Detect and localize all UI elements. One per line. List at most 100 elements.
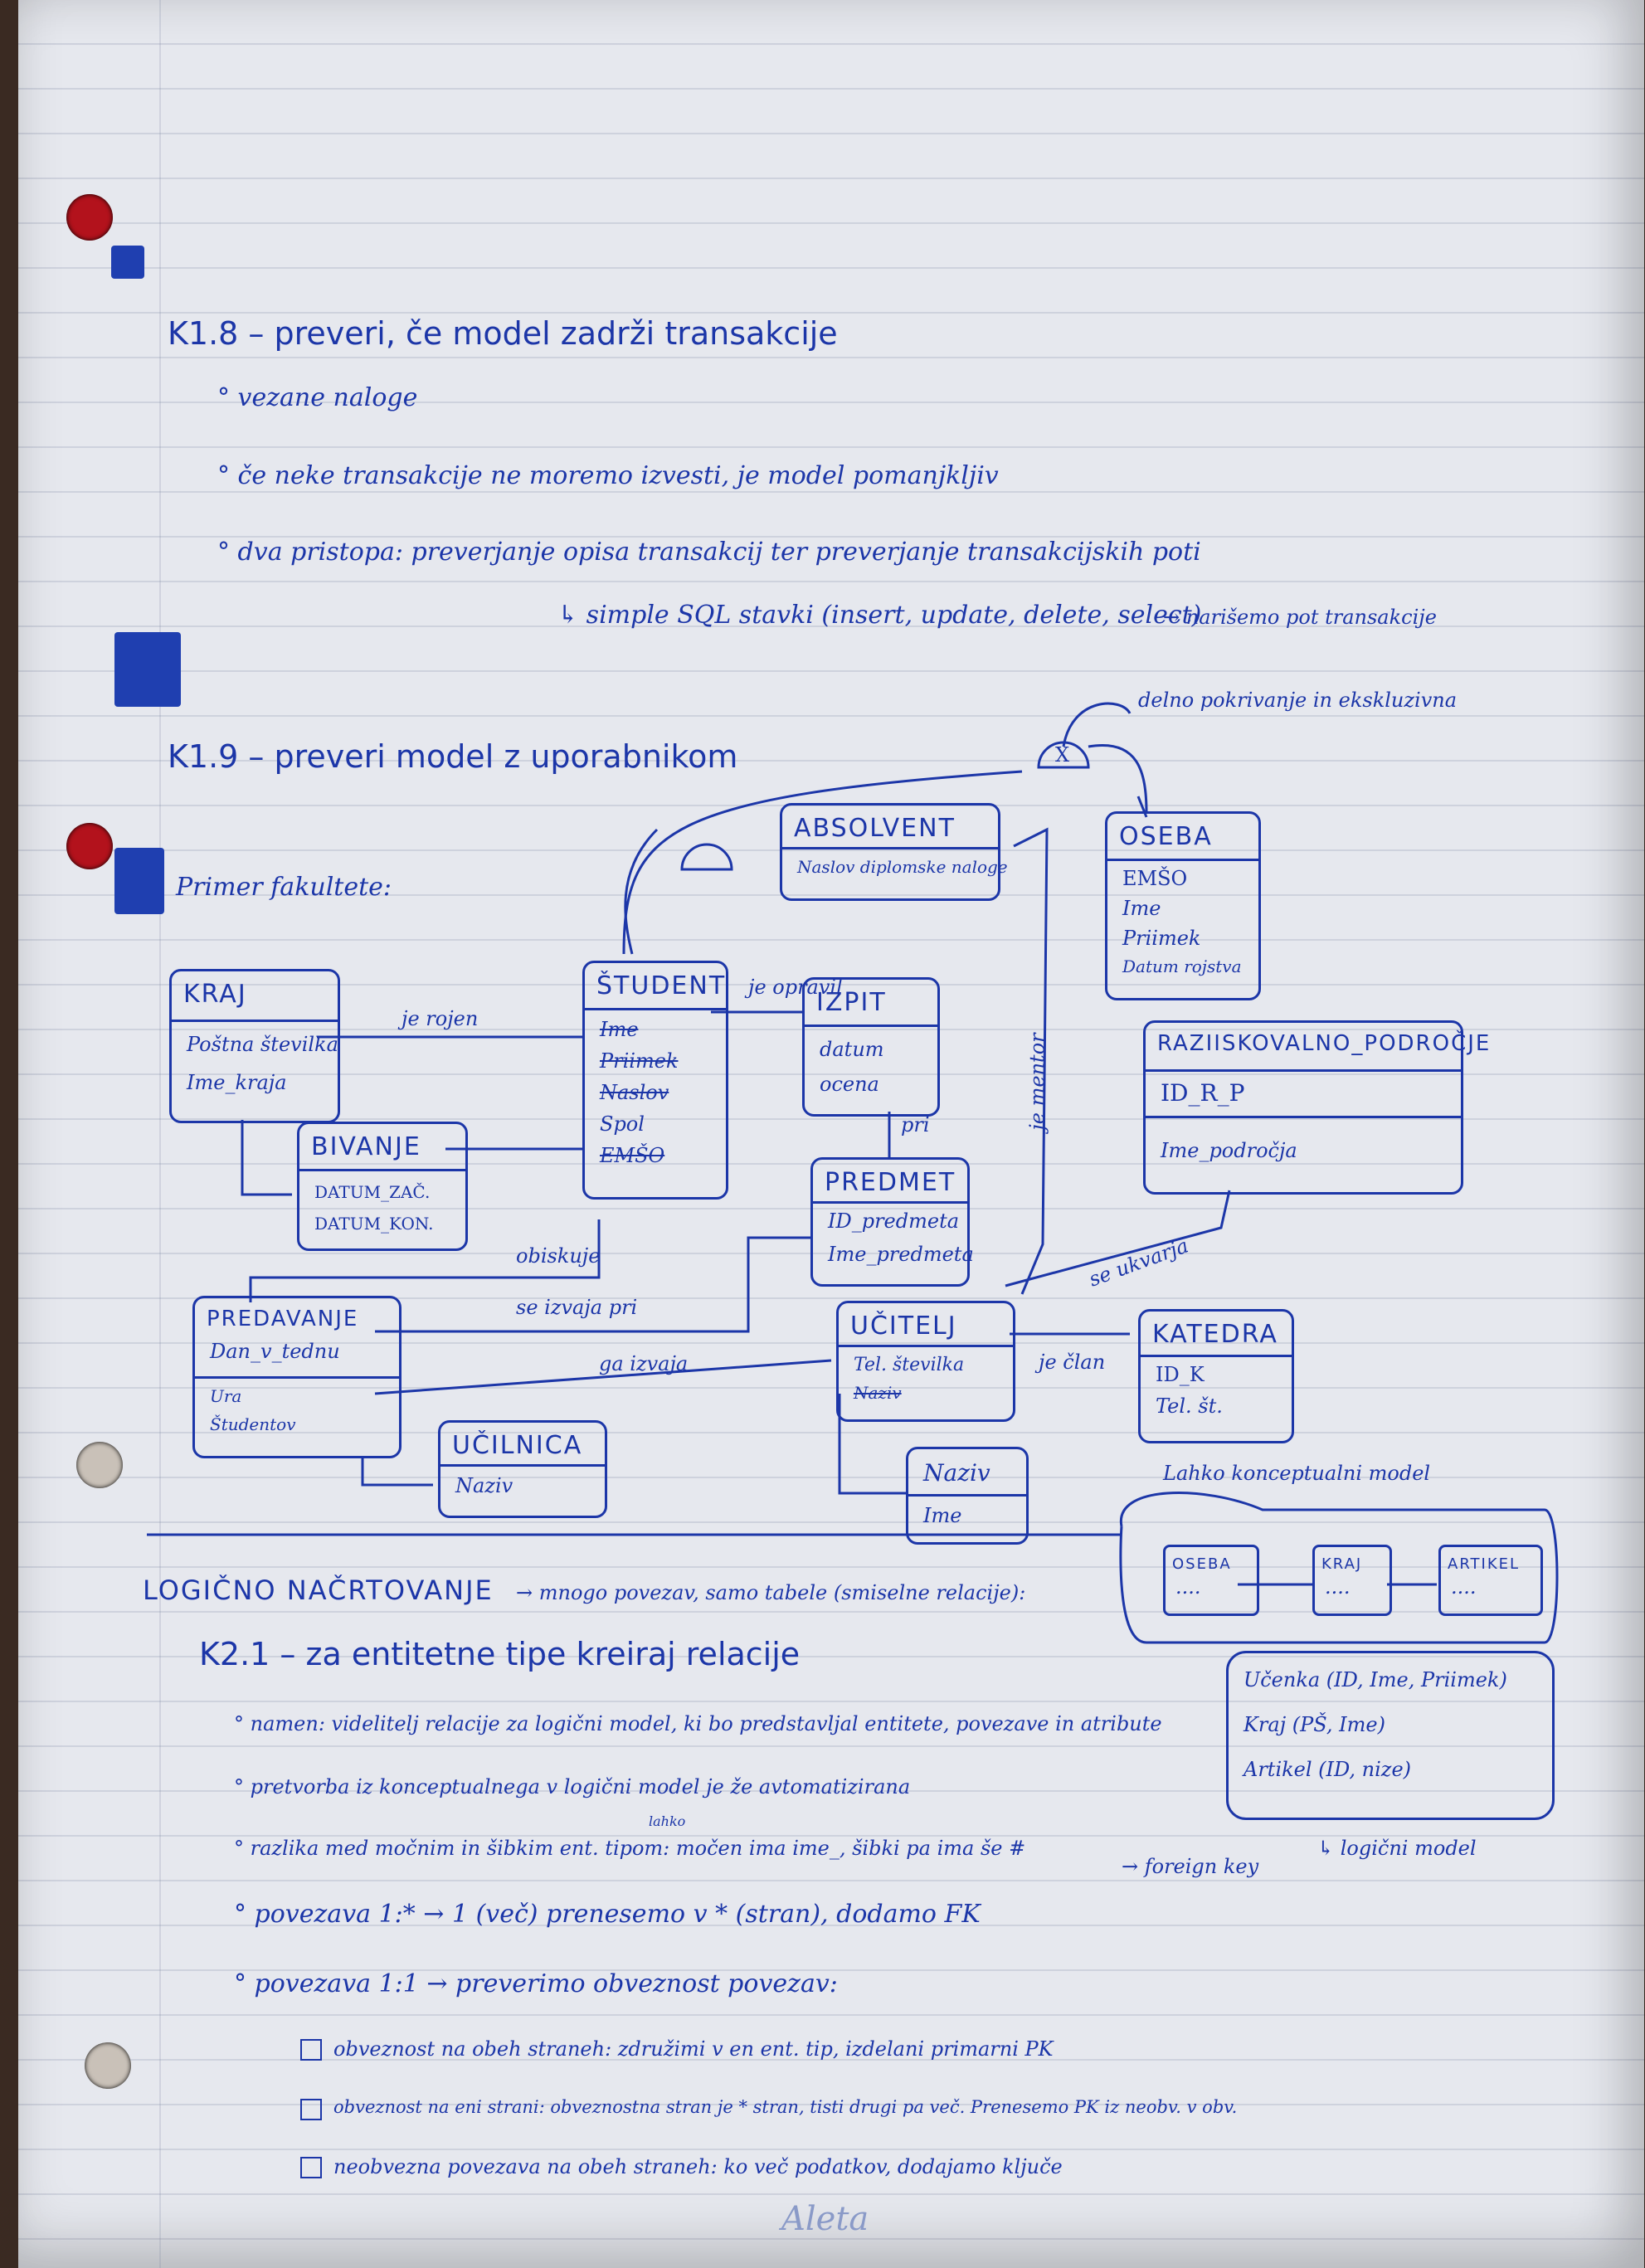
punch-hole [76, 1442, 123, 1488]
divider [1107, 859, 1258, 861]
logicno-title: LOGIČNO NAČRTOVANJE [143, 1574, 494, 1606]
entity-name: UČILNICA [452, 1431, 583, 1460]
k21-bullet: ° povezava 1:1 → preverimo obveznost pov… [234, 1969, 838, 1998]
divider [585, 1008, 726, 1010]
rel-label: je rojen [402, 1007, 479, 1030]
k18-bullet: ° dva pristopa: preverjanje opisa transa… [217, 538, 1201, 567]
entity-attr: DATUM_ZAČ. [314, 1182, 431, 1202]
entity-attr: Tel. številka [854, 1355, 965, 1375]
entity-predmet: PREDMET ID_predmeta Ime_predmeta [810, 1157, 974, 1287]
side-note: Lahko konceptualni model [1163, 1462, 1431, 1485]
entity-attr: Spol [600, 1112, 645, 1136]
entity-attr: ID_R_P [1161, 1079, 1245, 1107]
divider [1146, 1069, 1461, 1072]
k18-bullet: ° vezane naloge [217, 383, 418, 412]
divider [805, 1024, 937, 1027]
entity-oseba: OSEBA EMŠO Ime Priimek Datum rojstva [1105, 811, 1261, 1000]
entity-attr: ID_K [1156, 1363, 1205, 1386]
relation-line: Artikel (ID, nize) [1243, 1758, 1412, 1781]
entity-name: IZPIT [816, 988, 887, 1017]
divider [440, 1464, 605, 1467]
divider [813, 1201, 967, 1204]
margin-line [159, 0, 161, 2268]
mini-entity: OSEBA .... [1163, 1545, 1259, 1616]
k18-sub: ↳ simple SQL stavki (insert, update, del… [557, 601, 1202, 630]
hatched-square-icon [114, 632, 181, 707]
entity-attr: Ime [600, 1018, 639, 1041]
hatched-square-icon [114, 848, 164, 914]
entity-attr: Ura [210, 1386, 242, 1406]
entity-student: ŠTUDENT Ime Priimek Naslov Spol EMŠO [582, 961, 728, 1200]
entity-attr: Ime_kraja [187, 1071, 287, 1094]
k21-bullet: ° namen: videlitelj relacije za logični … [234, 1712, 1162, 1735]
relation-line: Kraj (PŠ, Ime) [1243, 1713, 1385, 1736]
k21-bullet: ° pretvorba iz konceptualnega v logični … [234, 1775, 911, 1798]
entity-absolvent: ABSOLVENT Naslov diplomske naloge [780, 803, 1008, 901]
divider [299, 1169, 465, 1171]
signature: Aleta [781, 2200, 869, 2238]
entity-attr: datum [820, 1038, 884, 1061]
entity-attr: Priimek [600, 1049, 679, 1073]
entity-name: Naziv [923, 1459, 990, 1487]
checkbox-icon [300, 2039, 322, 2061]
k21-sup: lahko [649, 1813, 686, 1829]
rel-label: obiskuje [516, 1244, 601, 1268]
entity-attr: EMŠO [1122, 867, 1188, 890]
faculty-heading: Primer fakultete: [176, 873, 392, 902]
punch-hole [85, 2042, 131, 2089]
entity-attr: ocena [820, 1073, 879, 1096]
entity-attr: Poštna številka [187, 1033, 338, 1056]
entity-ucilnica: UČILNICA Naziv [438, 1420, 607, 1518]
entity-attr: Ime [923, 1504, 962, 1527]
entity-attr: Ime_področja [1161, 1139, 1297, 1162]
entity-predavanje: PREDAVANJE Dan_v_tednu Ura Študentov [192, 1296, 402, 1458]
entity-name: PREDMET [825, 1168, 956, 1197]
rel-label: pri [901, 1113, 930, 1136]
entity-name: PREDAVANJE [207, 1307, 359, 1331]
entity-kraj: KRAJ Poštna številka Ime_kraja [169, 969, 340, 1123]
entity-name: KRAJ [183, 980, 247, 1009]
divider [1141, 1355, 1292, 1357]
entity-attr: ID_predmeta [828, 1209, 960, 1233]
k18-note: → narišemo pot transakcije [1163, 606, 1437, 629]
mini-entity: KRAJ .... [1312, 1545, 1392, 1616]
entity-name: RAZIISKOVALNO_PODROČJE [1157, 1031, 1492, 1056]
disjoint-marker: X [1055, 743, 1070, 767]
entity-name: BIVANJE [311, 1132, 421, 1161]
entity-name: ŠTUDENT [596, 971, 727, 1000]
rel-label: je opravil [748, 976, 843, 999]
k18-title: K1.8 – preveri, če model zadrži transakc… [168, 315, 838, 352]
entity-attr: Ime [1122, 897, 1161, 920]
logical-model-label: ↳ logični model [1317, 1837, 1477, 1860]
k21-case: obveznost na eni strani: obveznostna str… [333, 2097, 1238, 2117]
relations-box: Učenka (ID, Ime, Priimek) Kraj (PŠ, Ime)… [1226, 1651, 1555, 1820]
entity-dots: .... [1325, 1575, 1351, 1599]
entity-name: ABSOLVENT [794, 814, 956, 843]
entity-name: KATEDRA [1152, 1320, 1278, 1349]
divider [782, 847, 998, 849]
k18-bullet: ° če neke transakcije ne moremo izvesti,… [217, 461, 999, 490]
entity-name: UČITELJ [850, 1312, 957, 1341]
k19-title: K1.9 – preveri model z uporabnikom [168, 738, 738, 775]
divider [172, 1020, 338, 1022]
entity-attr: Priimek [1122, 927, 1201, 950]
entity-name: OSEBA [1172, 1555, 1232, 1573]
er-connectors [147, 702, 1559, 1644]
k21-bullet: ° povezava 1:* → 1 (več) prenesemo v * (… [234, 1900, 981, 1929]
entity-attr: Naziv [455, 1474, 513, 1497]
divider [195, 1376, 399, 1379]
entity-attr: Dan_v_tednu [210, 1340, 340, 1363]
entity-ucitelj: UČITELJ Tel. številka Naziv [836, 1301, 1015, 1422]
rel-label: se izvaja pri [516, 1296, 638, 1319]
entity-bivanje: BIVANJE DATUM_ZAČ. DATUM_KON. [297, 1122, 468, 1251]
entity-dots: .... [1175, 1575, 1201, 1599]
k21-bullet: ° razlika med močnim in šibkim ent. tipo… [234, 1837, 1026, 1860]
entity-attr: Naziv [854, 1383, 902, 1403]
entity-naziv: Naziv Ime [906, 1447, 1029, 1545]
logicno-note: → mnogo povezav, samo tabele (smiselne r… [516, 1581, 1026, 1604]
bullet-square-icon [111, 246, 144, 279]
divider [1146, 1116, 1461, 1118]
entity-attr: EMŠO [600, 1144, 665, 1167]
entity-izpit: IZPIT datum ocena [802, 977, 940, 1117]
k21-case: neobvezna povezava na obeh straneh: ko v… [333, 2155, 1063, 2178]
